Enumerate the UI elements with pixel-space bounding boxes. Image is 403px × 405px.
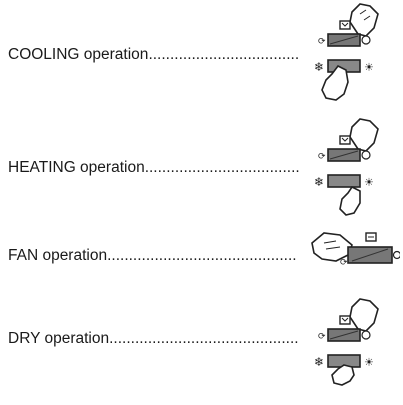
hand-icon: [331, 364, 355, 386]
hand-icon: [349, 118, 379, 152]
hand-icon: [311, 232, 353, 262]
operation-label-heating: HEATING operation.......................…: [8, 159, 300, 176]
heating-switch-illustration: ⟳ ❄ ☀: [300, 115, 400, 216]
mode-icon: [339, 135, 351, 145]
operation-row-cooling: COOLING operation.......................…: [0, 0, 403, 101]
power-icon: [361, 330, 371, 340]
sun-icon: ☀: [364, 61, 374, 74]
operation-row-fan: FAN operation...........................…: [0, 225, 403, 315]
sun-icon: ☀: [364, 356, 374, 369]
operation-label-cooling: COOLING operation.......................…: [8, 46, 300, 63]
power-icon: [361, 150, 371, 160]
power-icon: [392, 250, 400, 260]
operation-row-heating: HEATING operation.......................…: [0, 115, 403, 216]
hand-icon: [321, 64, 349, 101]
svg-text:⟳: ⟳: [340, 258, 348, 268]
svg-text:⟳: ⟳: [318, 332, 326, 342]
hand-icon: [339, 185, 361, 216]
mode-icon: [339, 20, 351, 30]
mode-icon: [339, 315, 351, 325]
hand-icon: [349, 298, 379, 332]
operation-label-fan: FAN operation...........................…: [8, 247, 297, 264]
cool-snowflake-icon: ❄: [314, 60, 324, 74]
cooling-switch-illustration: ⟳ ❄ ☀: [300, 0, 400, 101]
cool-snowflake-icon: ❄: [314, 355, 324, 369]
dry-switch-illustration: ⟳ ❄ ☀: [300, 295, 400, 386]
svg-text:⟳: ⟳: [318, 152, 326, 162]
fan-switch-illustration: ⟳: [300, 221, 400, 281]
cool-snowflake-icon: ❄: [314, 175, 324, 189]
svg-text:⟳: ⟳: [318, 37, 326, 47]
operation-label-dry: DRY operation...........................…: [8, 330, 299, 347]
operation-row-dry: DRY operation...........................…: [0, 295, 403, 386]
power-icon: [361, 35, 371, 45]
lower-switch: [327, 174, 361, 188]
sun-icon: ☀: [364, 176, 374, 189]
